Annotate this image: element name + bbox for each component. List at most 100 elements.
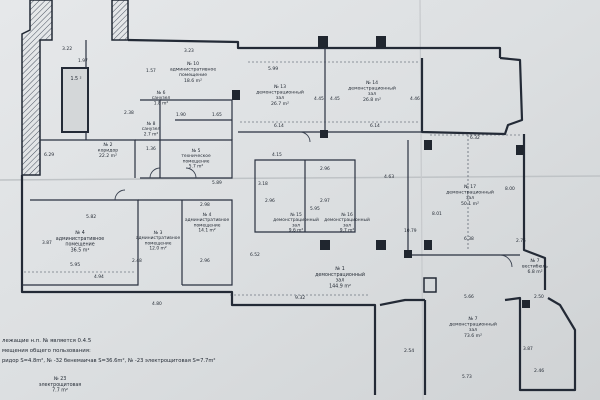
column xyxy=(424,240,432,250)
dim-label: 4.94 xyxy=(94,274,104,280)
dim-label: 6.14 xyxy=(370,123,380,129)
dim-label: 6.32 xyxy=(470,135,480,141)
dim-label: 2.98 xyxy=(200,202,210,208)
door-swing xyxy=(499,254,513,268)
dim-label: 3.87 xyxy=(42,240,52,246)
dim-label: 8.01 xyxy=(432,211,442,217)
dim-label: 2.97 xyxy=(320,198,330,204)
dim-label: 1.57 xyxy=(146,68,156,74)
column xyxy=(522,300,530,308)
note-line-2: мещения общего пользования: xyxy=(2,348,91,354)
column xyxy=(320,130,328,138)
dim-label: 8.00 xyxy=(505,186,515,192)
dim-label: 6.14 xyxy=(274,123,284,129)
dim-label: 4.80 xyxy=(152,301,162,307)
dim-label: 2.75 xyxy=(516,238,526,244)
dim-label: 2.54 xyxy=(404,348,414,354)
dim-label: 5.66 xyxy=(464,294,474,300)
outer-wall xyxy=(20,175,377,395)
outer-wall xyxy=(127,38,502,58)
dim-label: 6.52 xyxy=(250,252,260,258)
column-outline xyxy=(423,277,437,293)
dim-label: 4.63 xyxy=(384,174,394,180)
dim-label: 4.46 xyxy=(410,96,420,102)
column xyxy=(318,36,328,48)
dim-label: 5.89 xyxy=(212,180,222,186)
dim-label: 2.96 xyxy=(320,166,330,172)
column xyxy=(232,90,240,100)
dim-label: 3.23 xyxy=(184,48,194,54)
dim-label: 2.50 xyxy=(534,294,544,300)
door-swing xyxy=(299,131,311,143)
outer-wall xyxy=(379,298,427,395)
door-swing xyxy=(185,167,197,179)
dim-label: 6.38 xyxy=(464,236,474,242)
door-swing xyxy=(149,167,161,179)
column xyxy=(376,36,386,48)
room-label-r15: 1.5 ² xyxy=(70,76,81,82)
interior-wall xyxy=(138,199,233,286)
dim-label: 2.38 xyxy=(124,110,134,116)
dim-label: 3.87 xyxy=(523,346,533,352)
dim-label: 1.97 xyxy=(78,58,88,64)
outer-wall xyxy=(522,134,547,290)
column xyxy=(404,250,412,258)
column xyxy=(516,145,524,155)
interior-wall xyxy=(254,159,356,233)
dim-label: 10.79 xyxy=(404,228,417,234)
door-swing xyxy=(114,189,126,201)
paper-fold xyxy=(419,0,424,400)
dim-label: 5.73 xyxy=(462,374,472,380)
note-line-1: лежащие н.п. № является 0.4.5 xyxy=(2,338,91,344)
dim-label: 4.15 xyxy=(272,152,282,158)
dim-label: 5.95 xyxy=(70,262,80,268)
outer-wall xyxy=(504,296,577,392)
dim-label: 2.96 xyxy=(265,198,275,204)
dim-label: 4.45 xyxy=(314,96,324,102)
interior-wall xyxy=(22,199,139,286)
dim-label: 2.46 xyxy=(534,368,544,374)
dim-label: 1.65 xyxy=(212,112,222,118)
stair-void xyxy=(61,67,89,133)
dim-label: 5.95 xyxy=(310,206,320,212)
dim-label: 4.45 xyxy=(330,96,340,102)
dim-label: 2.48 xyxy=(132,258,142,264)
column xyxy=(376,240,386,250)
interior-wall xyxy=(135,139,233,179)
paper-fold xyxy=(0,175,600,181)
dim-label: 5.82 xyxy=(86,214,96,220)
dim-label: 5.99 xyxy=(268,66,278,72)
dim-label: 9.32 xyxy=(295,295,305,301)
wall-hatched xyxy=(21,0,53,176)
dim-label: 3.18 xyxy=(258,181,268,187)
column xyxy=(424,140,432,150)
dim-label: 3.22 xyxy=(62,46,72,52)
dim-label: 1.36 xyxy=(146,146,156,152)
note-line-3: ридор S=4.8m², № -32 бенемаичав S=36.6m²… xyxy=(2,358,215,364)
dim-label: 6.29 xyxy=(44,152,54,158)
dim-label: 1.90 xyxy=(176,112,186,118)
dimension-labels: 3.22 1.97 6.29 2.38 5.99 6.14 6.14 4.15 … xyxy=(42,46,544,380)
column xyxy=(320,240,330,250)
dim-label: 2.96 xyxy=(200,258,210,264)
wall-hatched xyxy=(111,0,129,41)
